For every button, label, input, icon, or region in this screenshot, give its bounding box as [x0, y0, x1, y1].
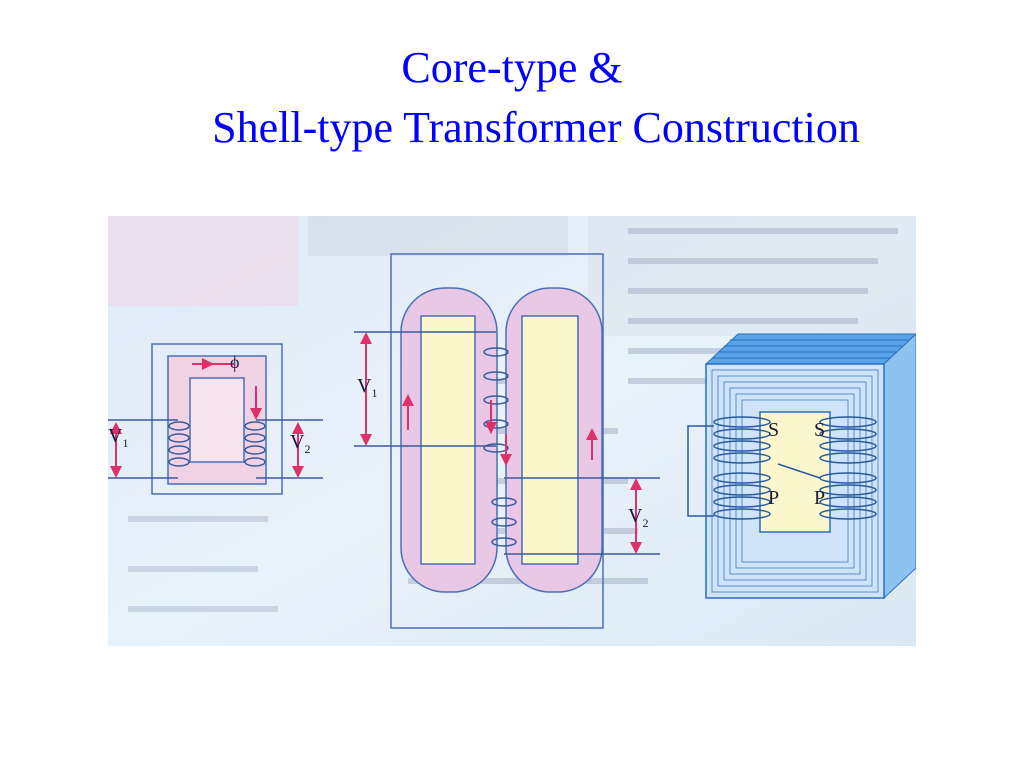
transformer-diagram: ϕ V1 V2 — [108, 216, 916, 646]
laminated-core-diagram: S S P P — [687, 333, 916, 600]
laminated-core-right-coil — [819, 416, 877, 520]
core-type-secondary-label: V2 — [290, 431, 310, 456]
winding-label-s-left: S — [768, 419, 779, 441]
top-middle-grey-tint — [308, 216, 568, 256]
core-type-outer-frame — [151, 343, 283, 495]
shell-type-secondary-label: V2 — [628, 505, 648, 530]
slide-title-line-1: Core-type & — [401, 43, 623, 92]
core-type-primary-coil — [168, 421, 190, 467]
shell-type-secondary-coil — [491, 497, 517, 547]
winding-label-p-left: P — [768, 487, 779, 509]
core-type-secondary-coil — [244, 421, 266, 467]
laminated-core-top-face — [704, 333, 916, 365]
shell-type-left-window — [420, 315, 476, 565]
winding-label-p-right: P — [814, 487, 825, 509]
laminated-core-side-face — [883, 333, 916, 600]
shell-type-primary-label: V1 — [357, 375, 377, 400]
laminated-core-lead — [687, 425, 714, 517]
shell-type-diagram: V1 V2 — [354, 253, 660, 629]
top-left-pink-tint — [108, 216, 298, 306]
shell-type-primary-coil — [483, 347, 509, 453]
core-type-flux-label: ϕ — [230, 352, 239, 372]
laminated-core-lamination-lines — [712, 339, 908, 359]
winding-label-s-right: S — [814, 419, 825, 441]
shell-type-outer-frame — [390, 253, 604, 629]
slide-title-line-2: Shell-type Transformer Construction — [212, 103, 860, 152]
core-type-core-window — [189, 377, 245, 463]
right-grey-tint — [588, 216, 916, 336]
laminated-core-left-coil — [713, 416, 771, 520]
core-type-diagram: ϕ V1 V2 — [108, 343, 323, 495]
laminated-core-window — [759, 411, 831, 533]
transformer-figure: ϕ V1 V2 — [108, 216, 916, 646]
shell-type-right-window — [521, 315, 579, 565]
core-type-primary-label: V1 — [108, 425, 128, 450]
laminated-core-connector — [777, 463, 821, 479]
